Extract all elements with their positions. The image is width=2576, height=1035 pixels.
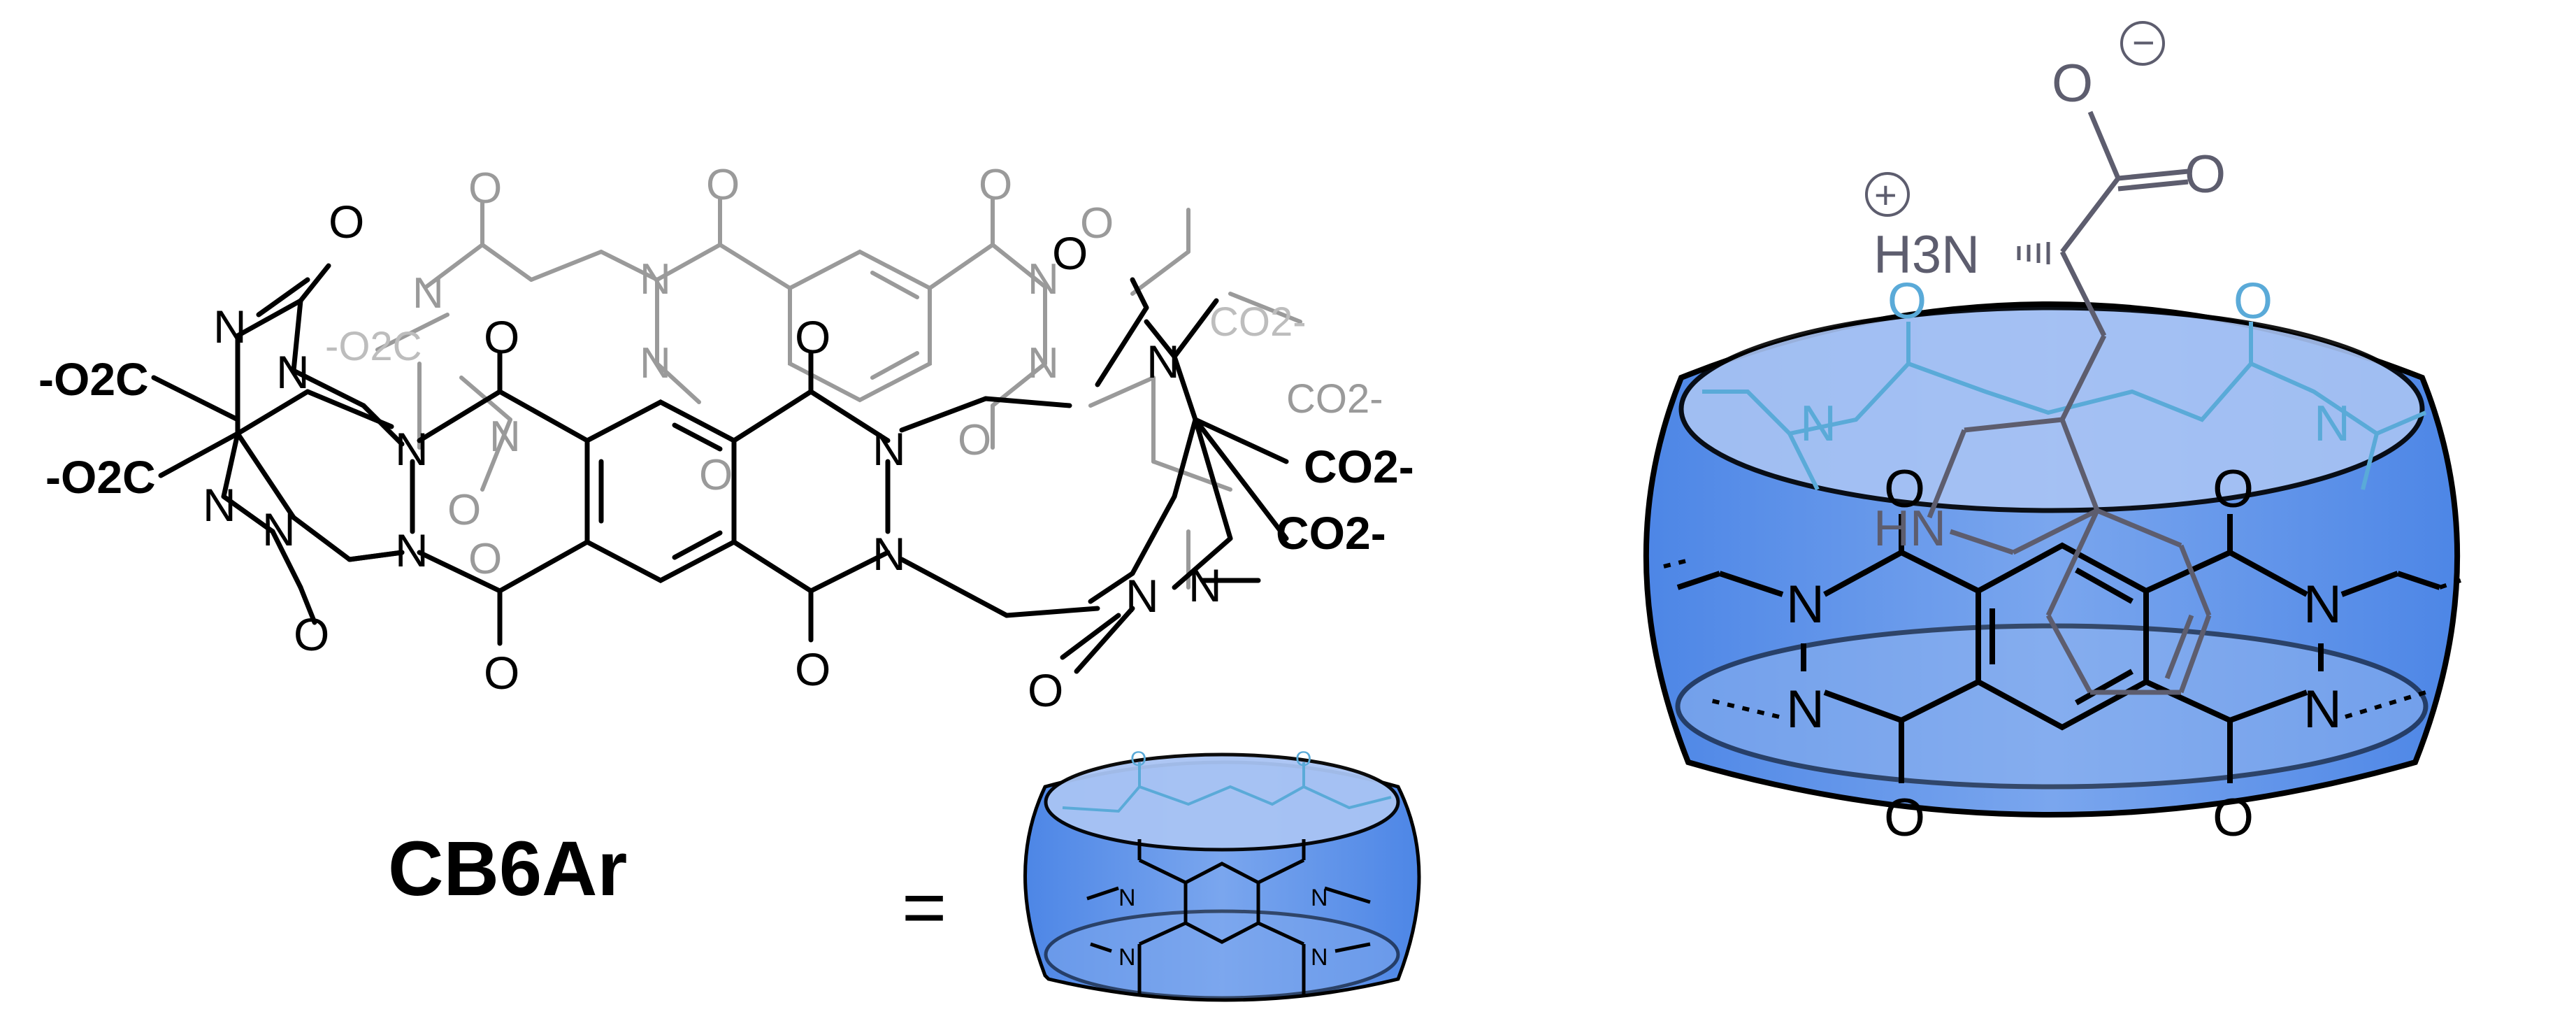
back-carboxylates: -O2C CO2- CO2- — [325, 299, 1383, 422]
guest-atoms: H3N O O HN — [1873, 54, 2226, 557]
atom-nitrogen: N — [1311, 944, 1328, 971]
carboxylate-label: CO2- — [1304, 441, 1414, 492]
atom-oxygen: O — [484, 647, 519, 699]
atom-nitrogen: N — [203, 479, 236, 531]
atom-oxygen: O — [1295, 748, 1311, 771]
atom-oxygen: O — [795, 311, 830, 363]
atom-nitrogen: N — [872, 423, 906, 475]
atom-nitrogen: N — [1118, 944, 1136, 971]
carboxylate-label: CO2- — [1276, 507, 1386, 559]
cb6ar-barrel-icon: N N N N O O — [1023, 748, 1421, 1002]
atom-oxygen: O — [979, 161, 1012, 209]
atom-nitrogen: N — [640, 255, 671, 304]
atom-nitrogen: N — [1118, 885, 1136, 911]
front-carboxylates: -O2C -O2C CO2- CO2- — [38, 353, 1414, 559]
carboxylate-label: -O2C — [38, 353, 149, 405]
atom-nitrogen: N — [262, 504, 296, 555]
negative-charge: − — [2120, 20, 2165, 66]
atom-nitrogen: N — [412, 269, 444, 317]
atom-nitrogen: N — [872, 528, 906, 580]
guest-hashed-wedge — [2017, 242, 2050, 264]
atom-nitrogen: N — [2303, 575, 2342, 634]
atom-nitrogen: N — [2314, 396, 2350, 452]
atom-nitrogen: N — [640, 339, 671, 387]
atom-oxygen: O — [484, 311, 519, 363]
compound-label: CB6Ar — [388, 826, 627, 912]
back-layer-bonds — [375, 197, 1302, 590]
minus-sign: − — [2132, 20, 2155, 64]
atom-oxygen: O — [294, 608, 329, 660]
carboxylate-label: CO2- — [1286, 376, 1383, 422]
atom-oxygen: O — [1884, 459, 1925, 519]
atom-nitrogen: N — [1786, 575, 1825, 634]
back-layer-atoms: O O O N N N N N N O O O O O — [412, 161, 1114, 583]
atom-nitrogen: N — [2303, 680, 2342, 739]
atom-oxygen: O — [706, 161, 740, 209]
atom-nitrogen: N — [1800, 396, 1836, 452]
atom-oxygen: O — [468, 164, 502, 213]
top-portal-atoms: O O N N — [1800, 273, 2350, 452]
atom-oxygen: O — [447, 486, 481, 534]
atom-oxygen: O — [2052, 54, 2093, 113]
plus-sign: + — [1874, 173, 1897, 217]
atom-nitrogen: N — [489, 413, 521, 461]
atom-oxygen: O — [1130, 748, 1146, 771]
top-portal-bonds — [1702, 322, 2427, 491]
atom-nitrogen: N — [213, 301, 247, 352]
atom-nitrogen: N — [276, 346, 310, 398]
atom-nitrogen: N — [1028, 339, 1059, 387]
atom-oxygen: O — [2233, 273, 2273, 329]
front-wall-atoms: O O O O N N N N — [1786, 459, 2342, 848]
atom-nitrogen: N — [1028, 255, 1059, 304]
atom-oxygen: O — [958, 416, 991, 464]
atom-oxygen: O — [1052, 227, 1088, 279]
front-layer-bonds — [151, 263, 1289, 674]
host-guest-complex: O O N N — [1643, 20, 2461, 848]
atom-nitrogen: N — [395, 524, 429, 576]
atom-oxygen: O — [1884, 788, 1925, 848]
indole-nh-label: HN — [1873, 501, 1946, 557]
atom-nitrogen: N — [1125, 570, 1159, 622]
amine-label: H3N — [1873, 225, 1980, 285]
atom-oxygen: O — [795, 643, 830, 695]
atom-nitrogen: N — [1188, 559, 1222, 611]
atom-oxygen: O — [699, 451, 733, 499]
positive-charge: + — [1865, 172, 1910, 217]
carboxylate-label: CO2- — [1209, 299, 1307, 345]
atom-oxygen: O — [1028, 664, 1063, 716]
atom-oxygen: O — [2185, 145, 2226, 204]
atom-nitrogen: N — [1786, 680, 1825, 739]
carboxylate-label: -O2C — [325, 324, 422, 369]
front-wall-bonds — [1676, 514, 2441, 783]
front-layer-atoms: O O O O N N N N O N N N N O O N N N O — [203, 196, 1222, 716]
atom-nitrogen: N — [1311, 885, 1328, 911]
atom-oxygen: O — [2212, 459, 2254, 519]
atom-oxygen: O — [468, 535, 502, 583]
atom-nitrogen: N — [1146, 336, 1180, 387]
atom-oxygen: O — [1887, 273, 1927, 329]
front-wall-dashed-bonds — [1663, 557, 2461, 719]
guest-bonds — [1927, 110, 2212, 695]
cb6ar-chemical-structure: O O O N N N N N N O O O O O -O2C CO2- CO… — [38, 161, 1414, 716]
atom-oxygen: O — [2212, 788, 2254, 848]
equals-sign: = — [902, 864, 947, 950]
atom-nitrogen: N — [395, 423, 429, 475]
atom-oxygen: O — [1080, 199, 1114, 248]
carboxylate-label: -O2C — [45, 451, 156, 503]
atom-oxygen: O — [329, 196, 364, 248]
